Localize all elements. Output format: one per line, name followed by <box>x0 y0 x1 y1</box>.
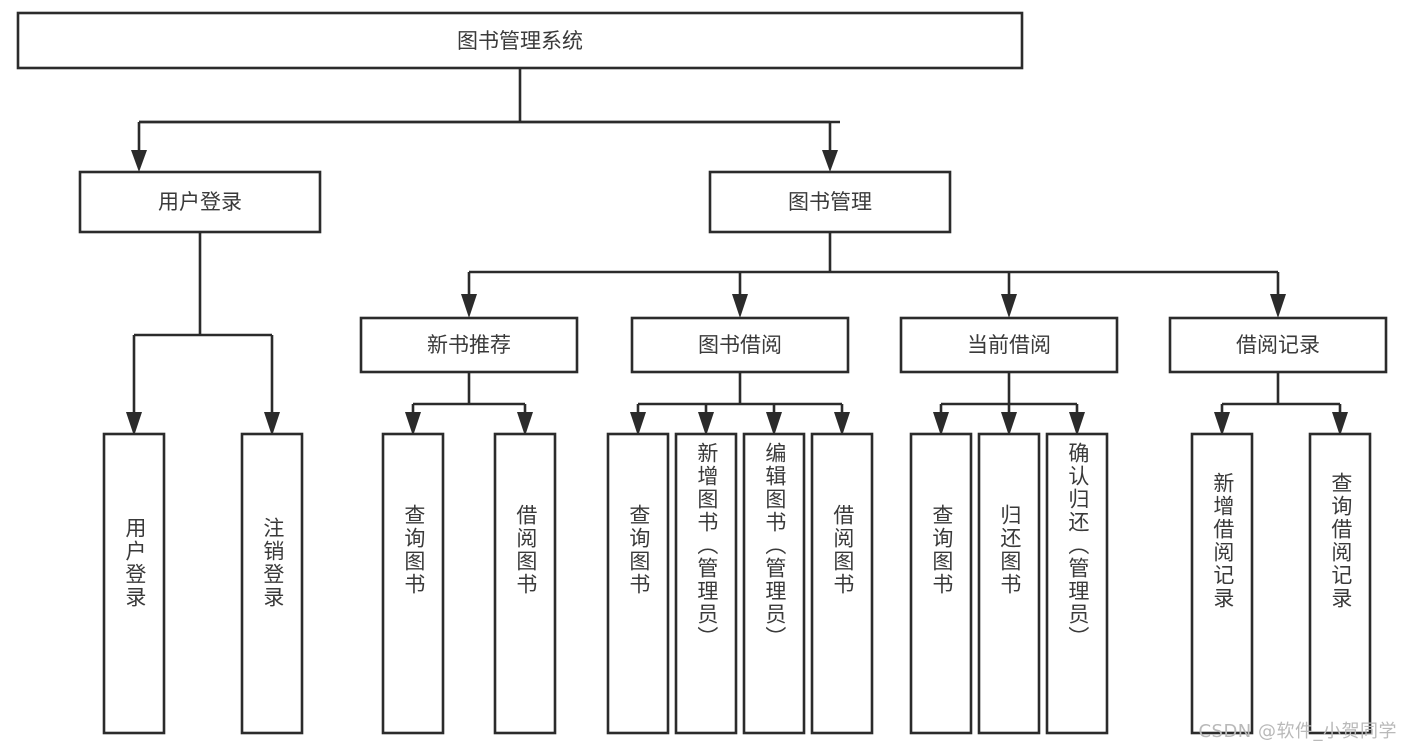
book-management-label: 图书管理 <box>788 190 872 214</box>
leaf-box-query-record[interactable] <box>1308 432 1372 735</box>
arrow-head-icon <box>264 412 280 436</box>
leaf-box-logout-login[interactable] <box>240 432 304 735</box>
leaf-box-borrow-book-2[interactable] <box>810 432 874 735</box>
leaf-box-edit-book[interactable] <box>742 432 806 735</box>
connector-borrowrecord-to-leaves <box>1214 372 1348 436</box>
arrow-head-icon <box>933 412 949 436</box>
user-login-label: 用户登录 <box>158 190 242 214</box>
arrow-head-icon <box>1001 294 1017 318</box>
arrow-head-icon <box>1332 412 1348 436</box>
leaf-box-query-book-3[interactable] <box>909 432 973 735</box>
connector-bookmgmt-to-level3 <box>461 232 1286 318</box>
current-borrow-box <box>899 316 1119 374</box>
leaf-box-user-login[interactable] <box>102 432 166 735</box>
connector-userlogin-to-leaves <box>126 232 280 436</box>
watermark-text: CSDN @软件_小贺同学 <box>1198 721 1397 742</box>
node-current-borrow[interactable]: 当前借阅 <box>899 316 1119 374</box>
leaf-box-query-book-2[interactable] <box>606 432 670 735</box>
node-borrow-record[interactable]: 借阅记录 <box>1168 316 1388 374</box>
root-box <box>16 11 1024 70</box>
node-book-borrow[interactable]: 图书借阅 <box>630 316 850 374</box>
connector-currentborrow-to-leaves <box>933 372 1085 436</box>
new-book-recommend-label: 新书推荐 <box>427 333 511 357</box>
arrow-head-icon <box>461 294 477 318</box>
arrow-head-icon <box>732 294 748 318</box>
node-user-login[interactable]: 用户登录 <box>78 170 322 234</box>
book-borrow-box <box>630 316 850 374</box>
arrow-head-icon <box>517 412 533 436</box>
arrow-head-icon <box>405 412 421 436</box>
node-root[interactable]: 图书管理系统 <box>16 11 1024 70</box>
connector-bookborrow-to-leaves <box>630 372 850 436</box>
book-borrow-label: 图书借阅 <box>698 333 782 357</box>
arrow-head-icon <box>822 150 838 172</box>
node-book-management[interactable]: 图书管理 <box>708 170 952 234</box>
arrow-head-icon <box>1270 294 1286 318</box>
arrow-head-icon <box>1214 412 1230 436</box>
root-label: 图书管理系统 <box>457 29 583 53</box>
borrow-record-box <box>1168 316 1388 374</box>
user-login-box <box>78 170 322 234</box>
arrow-head-icon <box>698 412 714 436</box>
leaf-box-query-book-1[interactable] <box>381 432 445 735</box>
book-management-box <box>708 170 952 234</box>
node-new-book-recommend[interactable]: 新书推荐 <box>359 316 579 374</box>
leaf-box-borrow-book-1[interactable] <box>493 432 557 735</box>
arrow-head-icon <box>834 412 850 436</box>
leaf-box-add-record[interactable] <box>1190 432 1254 735</box>
arrow-head-icon <box>131 150 147 172</box>
connector-newbook-to-leaves <box>405 372 533 436</box>
arrow-head-icon <box>630 412 646 436</box>
arrow-head-icon <box>766 412 782 436</box>
borrow-record-label: 借阅记录 <box>1236 333 1320 357</box>
arrow-head-icon <box>1069 412 1085 436</box>
leaf-box-add-book[interactable] <box>674 432 738 735</box>
arrow-head-icon <box>126 412 142 436</box>
arrow-head-icon <box>1001 412 1017 436</box>
leaf-box-confirm-return[interactable] <box>1045 432 1109 735</box>
current-borrow-label: 当前借阅 <box>967 333 1051 357</box>
leaf-box-return-book[interactable] <box>977 432 1041 735</box>
